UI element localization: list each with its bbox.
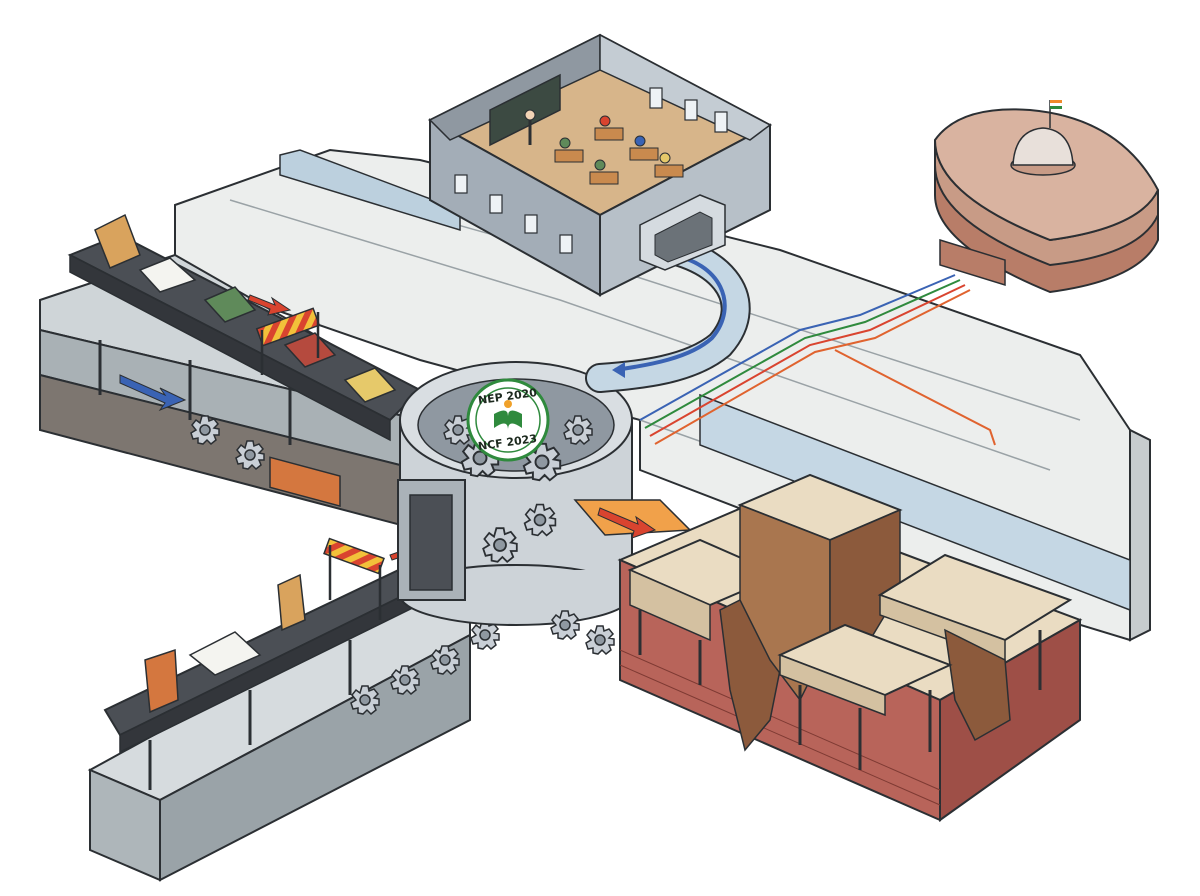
- doorway-opening: [654, 211, 713, 263]
- book-item: [283, 332, 337, 368]
- student: [559, 137, 571, 149]
- central-gear-hub[interactable]: NEP 2020 NCF 2023: [397, 361, 692, 626]
- orange-crate: [269, 456, 341, 508]
- student: [659, 152, 671, 164]
- flag-icon: [1050, 100, 1062, 109]
- book-item: [277, 573, 306, 632]
- desk: [629, 147, 659, 161]
- student: [594, 159, 606, 171]
- policy-line-green: [644, 279, 961, 429]
- red-arrow: [597, 507, 657, 539]
- book-emblem-icon: [494, 410, 522, 430]
- student: [599, 115, 611, 127]
- front-block-front: [779, 653, 886, 717]
- red-arrow: [247, 294, 292, 316]
- pillar-front: [629, 568, 711, 642]
- ruined-structures: [617, 473, 1083, 822]
- desk: [654, 164, 684, 178]
- channel-lower: [699, 393, 1131, 612]
- upper-conveyor-belt[interactable]: [67, 213, 422, 442]
- window: [559, 234, 573, 254]
- policy-line-red: [649, 284, 966, 437]
- pipe-fill: [587, 232, 749, 391]
- nep-logo: NEP 2020 NCF 2023: [466, 378, 550, 462]
- book-item: [144, 648, 179, 714]
- striped-barrier-icon: [323, 537, 385, 620]
- window: [489, 194, 503, 214]
- striped-barrier-icon: [255, 307, 321, 375]
- belt-front: [69, 253, 391, 442]
- policy-flow-lines: [639, 274, 996, 446]
- road-line: [229, 199, 1051, 471]
- channel-top: [279, 149, 461, 232]
- lower-conveyor-belt[interactable]: [103, 537, 447, 790]
- gear-icon: [550, 610, 580, 640]
- student: [634, 135, 646, 147]
- brick-line: [619, 649, 941, 791]
- blue-arrow: [612, 362, 625, 378]
- parliament-building-icon[interactable]: [933, 100, 1160, 294]
- gear-icon: [585, 625, 615, 655]
- window: [524, 214, 538, 234]
- window: [684, 99, 698, 121]
- book-item: [343, 367, 397, 403]
- policy-line-blue: [639, 274, 956, 421]
- parliament-dome: [1012, 127, 1074, 166]
- logo-ring: [475, 387, 541, 453]
- desk: [594, 127, 624, 141]
- desk: [589, 171, 619, 185]
- sun-emblem-icon: [504, 400, 512, 408]
- policy-line-orange: [654, 289, 971, 445]
- paper-item: [138, 257, 197, 293]
- hub-tunnel-opening: [409, 494, 453, 591]
- teacher-head: [524, 109, 536, 121]
- parliament-entrance: [939, 238, 1006, 287]
- chalkboard: [489, 73, 561, 147]
- window: [649, 87, 663, 109]
- cliff-rock: [944, 628, 1011, 742]
- pipe-stream: [614, 253, 727, 372]
- window: [454, 174, 468, 194]
- school-to-hub-pipe: [585, 230, 751, 393]
- window: [714, 111, 728, 133]
- book-item: [203, 286, 257, 323]
- paper-item: [188, 631, 262, 676]
- platform-right-edge: [1129, 428, 1151, 642]
- policy-line-orange-branch: [834, 349, 996, 446]
- book-item: [94, 213, 141, 269]
- brick-line: [619, 664, 941, 806]
- classroom-building-icon[interactable]: [427, 33, 773, 297]
- desk: [554, 149, 584, 163]
- blue-channel: [279, 149, 1131, 612]
- blue-arrow: [119, 374, 187, 412]
